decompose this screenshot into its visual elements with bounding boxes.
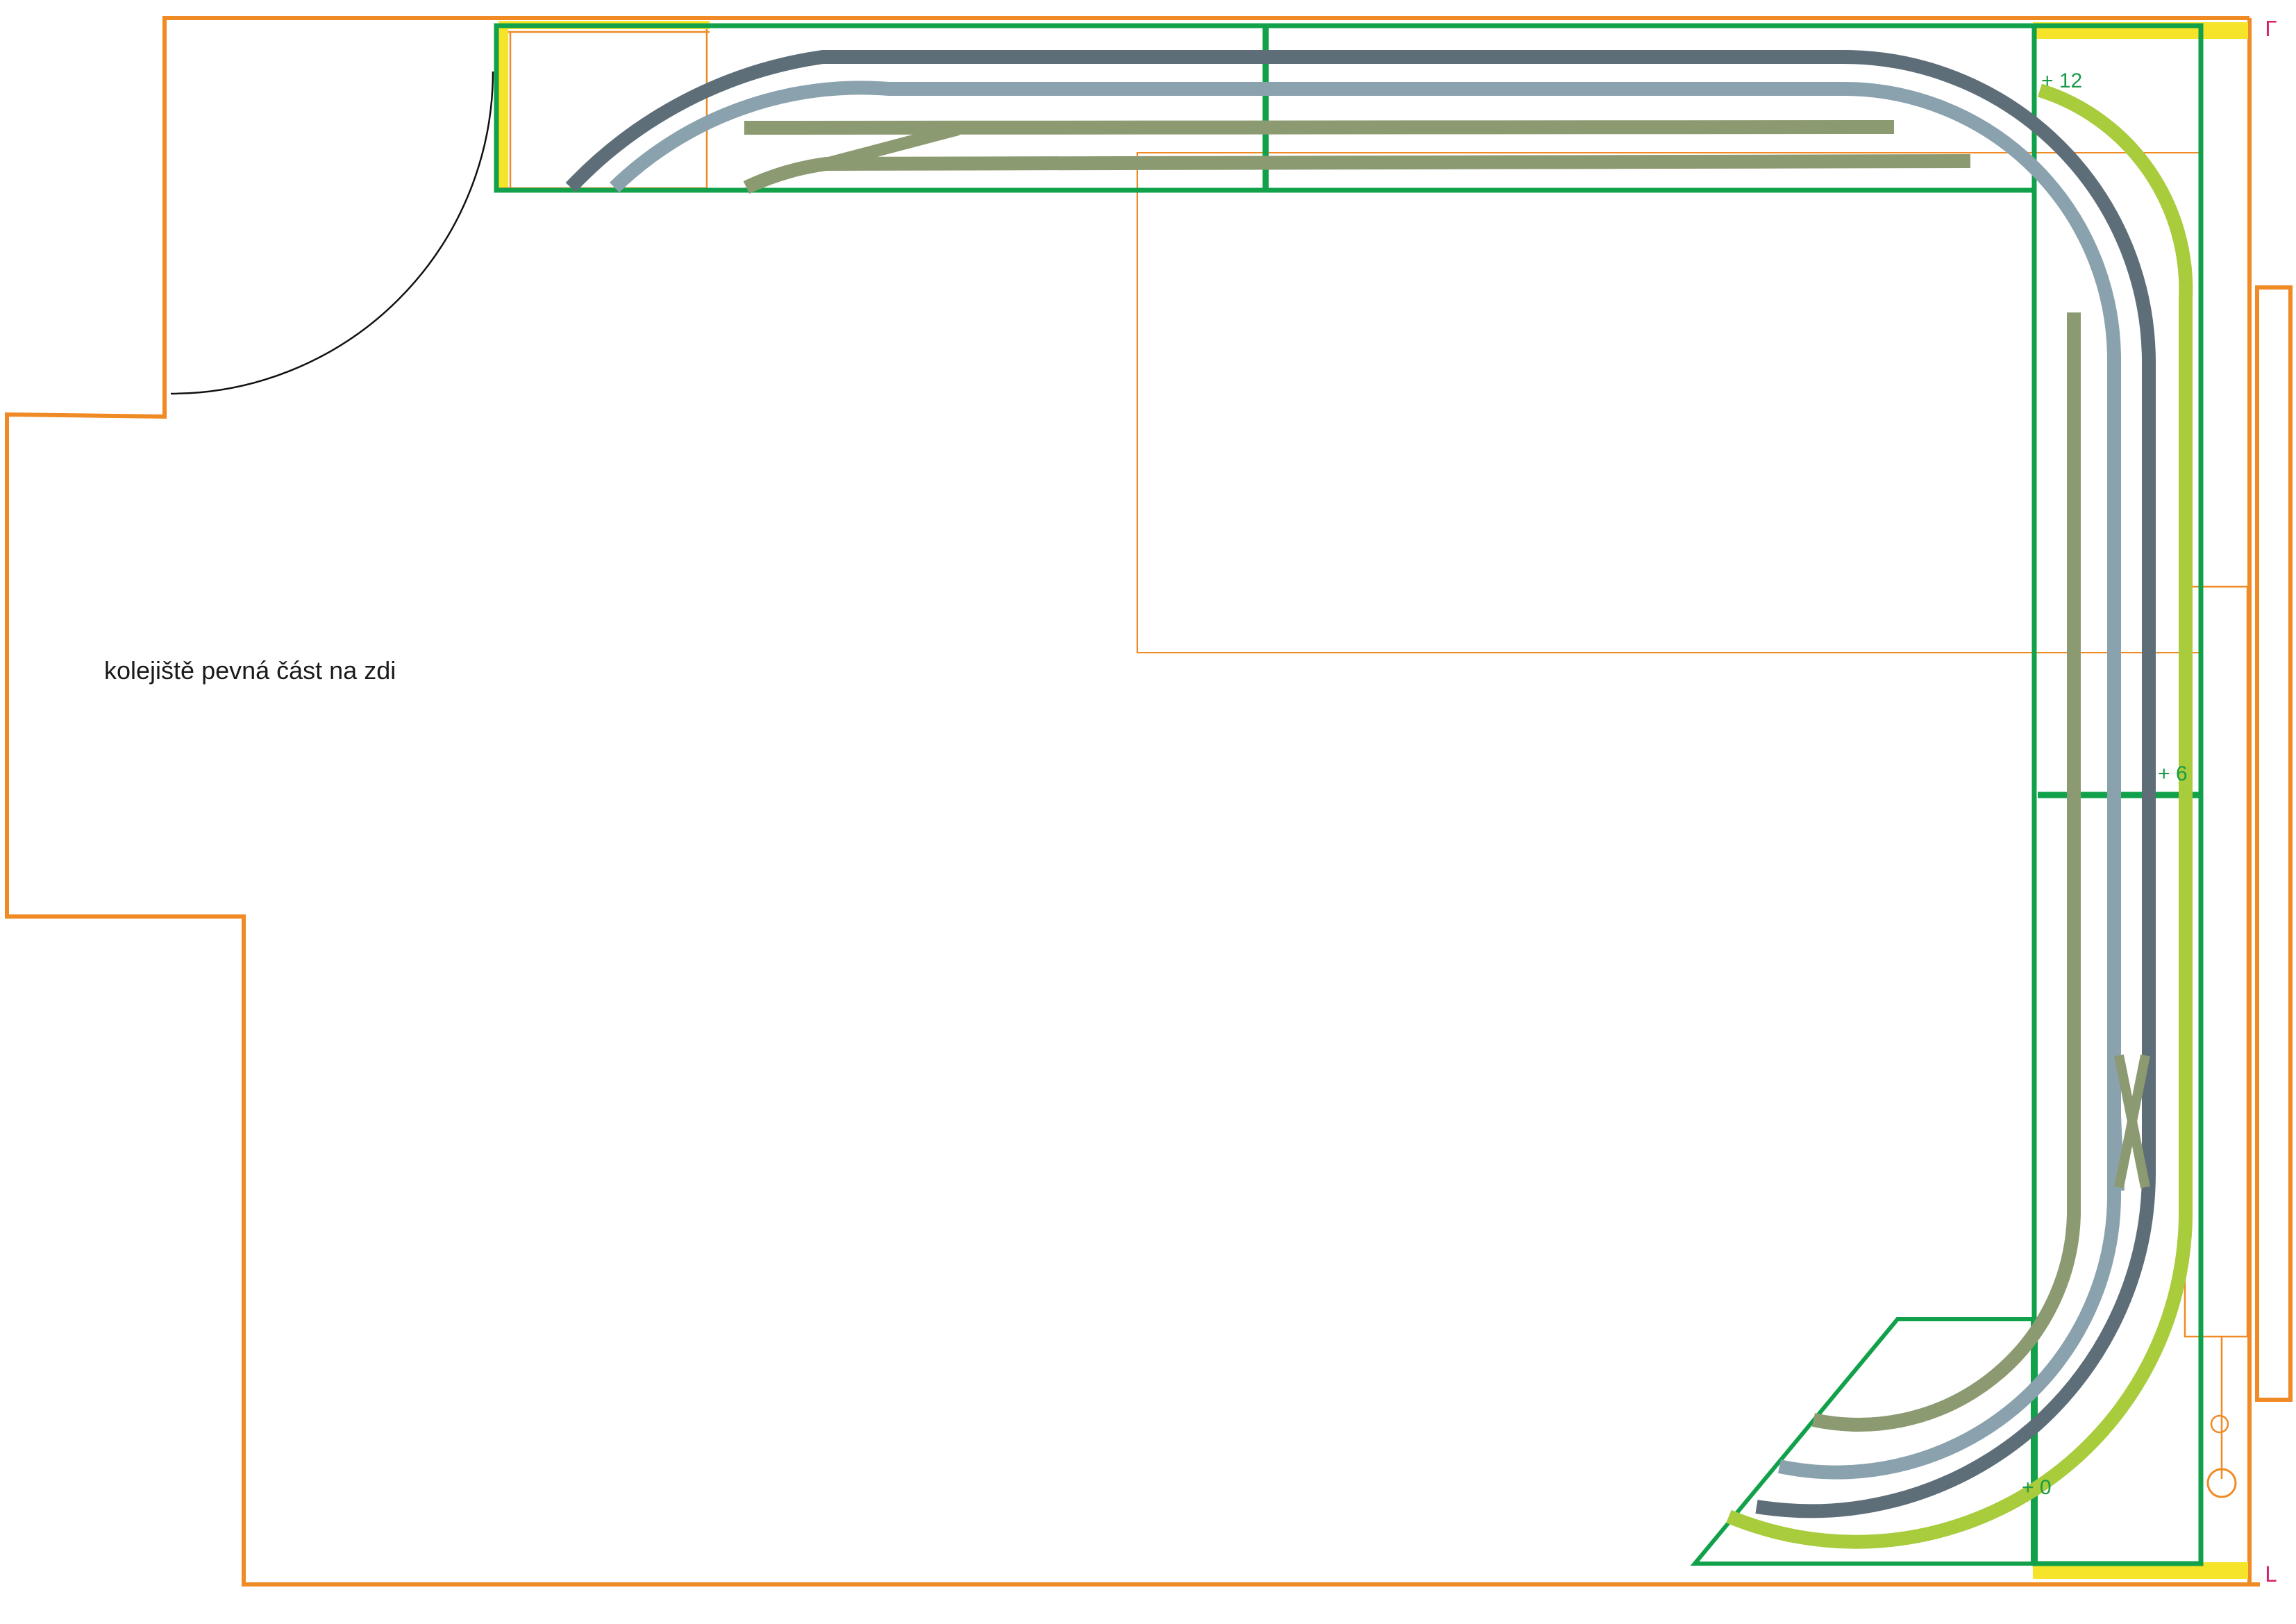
radiator-right	[2255, 285, 2293, 1402]
height-mark-middle: + 6	[2158, 762, 2188, 785]
track-yard-crossover	[824, 123, 960, 170]
door-swing-arc	[170, 71, 494, 395]
track-yard-lower	[743, 154, 1971, 194]
cabinet-outline	[2184, 585, 2249, 1338]
room-label: kolejiště pevná část na zdi	[104, 656, 396, 685]
height-mark-top: + 12	[2041, 69, 2082, 92]
table-outline	[1137, 152, 2200, 653]
board-highlight-top-left	[498, 21, 508, 187]
room-wall-outline	[5, 16, 2260, 1587]
track-crossover-b	[2114, 1054, 2150, 1189]
track-middle-loop	[610, 81, 2122, 1480]
corner-mark-bottom: L	[2265, 1563, 2277, 1587]
track-yard-upper	[744, 120, 1895, 135]
track-lime-loop	[1726, 83, 2193, 1549]
track-outer-loop	[565, 50, 2156, 1518]
corner-mark-top: Γ	[2265, 17, 2277, 42]
track-right-siding	[1811, 312, 2081, 1432]
lamp-icon	[2206, 1468, 2237, 1498]
lamp-switch-icon	[2210, 1414, 2229, 1434]
height-mark-bottom: + 0	[2022, 1476, 2052, 1499]
